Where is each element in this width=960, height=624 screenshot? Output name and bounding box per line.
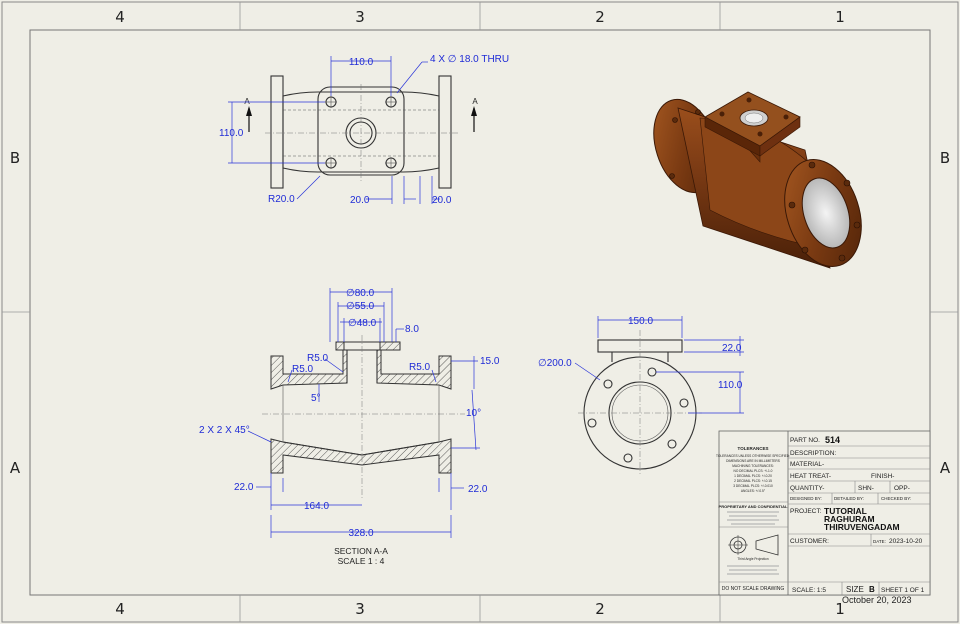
dim-wall-8: 8.0	[405, 324, 419, 335]
zone-left-a: A	[10, 459, 21, 477]
section-scale: SCALE 1 : 4	[338, 556, 385, 566]
dim-d48: ∅48.0	[348, 318, 377, 329]
tb-tol-line-2: DIMENSIONS ARE IN MILLIMETERS	[726, 459, 780, 463]
tb-scale: SCALE: 1:5	[792, 587, 826, 594]
zone-top-1: 1	[835, 8, 845, 26]
tb-sheet: SHEET 1 OF 1	[881, 587, 925, 594]
tb-tol-line-5: 1 DECIMAL PLCS: +/-0.20	[734, 474, 772, 478]
isometric-3d-view	[653, 91, 862, 269]
section-view: ∅80.0 ∅55.0 ∅48.0 8.0 R5.0 R5.0 R5.0 15.…	[199, 288, 500, 566]
dim-flange-spacing: 110.0	[349, 57, 374, 68]
side-view: 150.0 22.0 110.0 ∅200.0	[538, 316, 744, 474]
zone-bottom-1: 1	[835, 600, 845, 618]
dim-length-328: 328.0	[348, 528, 373, 539]
section-title: SECTION A-A	[334, 546, 388, 556]
tb-tol-line-1: TOLERANCES UNLESS OTHERWISE SPECIFIED:	[716, 454, 790, 458]
projection-symbol	[728, 534, 779, 556]
tb-part-no: 514	[825, 435, 840, 445]
tb-customer-label: CUSTOMER:	[790, 538, 829, 545]
dim-r5-top: R5.0	[307, 353, 329, 364]
tb-print-date: October 20, 2023	[842, 595, 912, 605]
zone-bottom-3: 3	[355, 600, 365, 618]
tb-project-line-1: TUTORIAL	[824, 506, 867, 516]
tb-projection-label: Third Angle Projection	[737, 557, 768, 561]
zone-top-2: 2	[595, 8, 605, 26]
tb-shn-label: SHN-	[858, 485, 874, 492]
tb-detailed-by: DETAILED BY:	[834, 496, 864, 501]
dim-angle-5: 5°	[311, 393, 321, 404]
tb-size: B	[869, 585, 875, 594]
zone-right-b: B	[940, 149, 950, 167]
dim-r5-right: R5.0	[409, 362, 431, 373]
zone-bottom-4: 4	[115, 600, 125, 618]
dim-d80: ∅80.0	[346, 288, 375, 299]
tb-checked-by: CHECKED BY:	[881, 496, 911, 501]
dim-length-22-left: 22.0	[234, 482, 254, 493]
dim-diameter-200: ∅200.0	[538, 358, 572, 369]
tb-tol-line-3: MACHINING TOLERANCES:	[732, 464, 774, 468]
tb-part-no-label: PART NO.	[790, 437, 820, 444]
dim-edge-20-left: 20.0	[350, 195, 370, 206]
dim-chamfer: 2 X 2 X 45°	[199, 425, 250, 436]
dim-d55: ∅55.0	[346, 301, 375, 312]
zone-top-4: 4	[115, 8, 125, 26]
tb-description-label: DESCRIPTION:	[790, 450, 836, 457]
zone-top-3: 3	[355, 8, 365, 26]
tb-date: 2023-10-20	[889, 538, 923, 545]
dim-height-110: 110.0	[718, 380, 743, 391]
tb-heat-treat-label: HEAT TREAT-	[790, 473, 831, 480]
tb-designed-by: DESIGNED BY:	[790, 496, 822, 501]
tb-tol-line-8: ANGLES: +/-0.5°	[741, 489, 766, 493]
dim-radius-r20: R20.0	[268, 194, 295, 205]
dim-r5-left: R5.0	[292, 364, 314, 375]
dim-top-height: 110.0	[219, 128, 244, 139]
tb-date-label: DATE:	[873, 539, 886, 544]
tb-tol-line-6: 2 DECIMAL PLCS: +/-0.15	[734, 479, 772, 483]
tb-proprietary-title: PROPRIETARY AND CONFIDENTIAL	[719, 504, 788, 509]
tb-material-label: MATERIAL-	[790, 461, 824, 468]
dim-width-150: 150.0	[628, 316, 653, 327]
tb-quantity-label: QUANTITY-	[790, 485, 824, 492]
zone-left-b: B	[10, 149, 20, 167]
dim-holes-callout: 4 X ∅ 18.0 THRU	[430, 54, 509, 65]
dim-angle-10: 10°	[466, 408, 481, 419]
tb-tol-line-7: 3 DECIMAL PLCS: +/-0.010	[733, 484, 773, 488]
tb-project-line-2: RAGHURAM	[824, 514, 875, 524]
dim-length-22-right: 22.0	[468, 484, 488, 495]
top-view: A A 110.0 4 X ∅ 18.0 THRU 110.0 R20.0 20…	[219, 54, 509, 206]
tb-opp-label: OPP-	[894, 485, 910, 492]
tb-finish-label: FINISH-	[871, 473, 894, 480]
zone-right-a: A	[940, 459, 951, 477]
dim-thickness-22: 22.0	[722, 343, 742, 354]
title-block: PART NO. 514 DESCRIPTION: MATERIAL- HEAT…	[716, 430, 931, 605]
tb-tolerances-title: TOLERANCES	[738, 446, 769, 451]
tb-size-label: SIZE	[846, 585, 864, 594]
zone-bottom-2: 2	[595, 600, 605, 618]
tb-tol-line-4: NO DECIMAL PLCS: +/-1.0	[734, 469, 773, 473]
section-mark-left: A	[244, 97, 250, 106]
tb-do-not-scale: DO NOT SCALE DRAWING	[722, 586, 785, 592]
tb-project-line-3: THIRUVENGADAM	[824, 522, 900, 532]
dim-thickness-15: 15.0	[480, 356, 500, 367]
tb-project-label: PROJECT:	[790, 508, 822, 515]
dim-length-164: 164.0	[304, 501, 329, 512]
section-mark-right: A	[472, 97, 478, 106]
dim-edge-20-right: 20.0	[432, 195, 452, 206]
